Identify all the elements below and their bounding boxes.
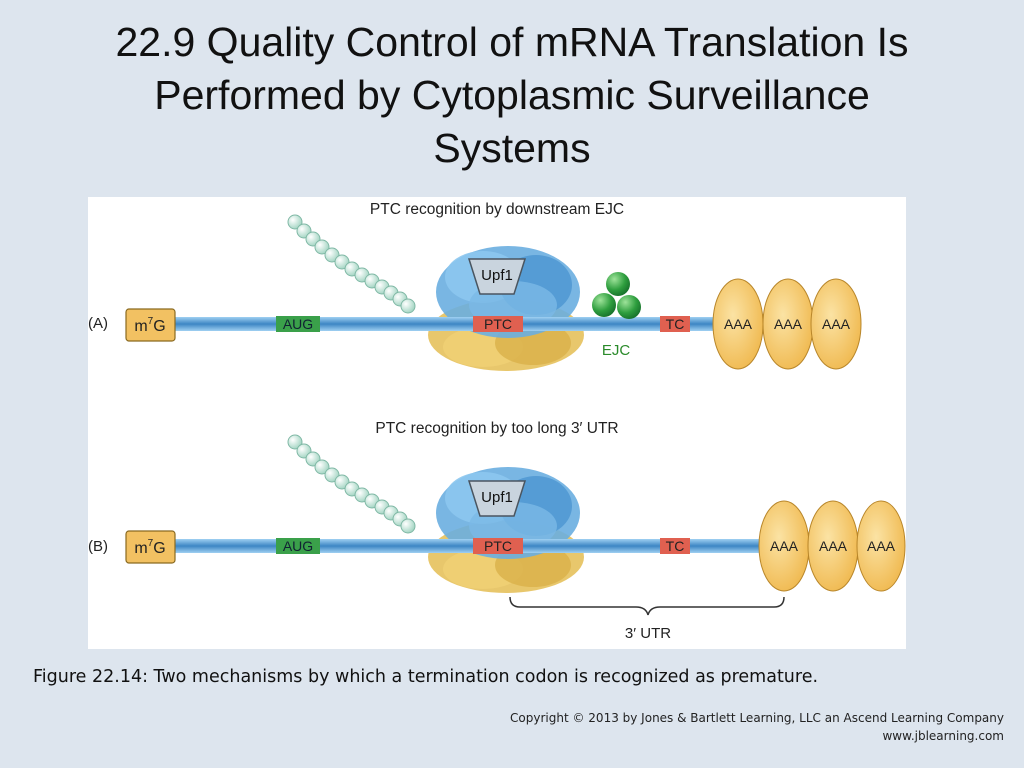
figure-caption: Figure 22.14: Two mechanisms by which a … xyxy=(33,667,819,687)
panel-a-peptide-chain xyxy=(287,214,416,314)
panel-a-tc-codon xyxy=(660,316,690,332)
panel-b-aug-label: AUG xyxy=(283,538,313,554)
figure-diagram: PTC recognition by downstream EJC AUG PT… xyxy=(88,201,906,642)
panel-b-ptc-label: PTC xyxy=(484,538,512,554)
panel-b-utr-brace xyxy=(509,596,785,616)
panel-a-polya-2: AAA xyxy=(774,316,803,332)
panel-a-upf1-label: Upf1 xyxy=(481,267,513,284)
panel-b-heading: PTC recognition by too long 3′ UTR xyxy=(375,420,618,437)
title-line-3: Systems xyxy=(433,125,591,171)
panel-b-label: (B) xyxy=(88,538,108,555)
panel-a-polya-3: AAA xyxy=(822,316,851,332)
copyright-text: Copyright © 2013 by Jones & Bartlett Lea… xyxy=(510,711,1004,725)
title-line-1: 22.9 Quality Control of mRNA Translation… xyxy=(115,19,909,65)
panel-b-peptide-chain xyxy=(287,434,416,534)
panel-a-heading: PTC recognition by downstream EJC xyxy=(370,201,624,218)
panel-b-upf1-shape xyxy=(467,480,527,517)
panel-b-aug-codon xyxy=(276,538,320,554)
panel-b-ptc-codon xyxy=(473,538,523,554)
panel-b-polya-2: AAA xyxy=(819,538,848,554)
panel-a-polya-tail xyxy=(712,278,862,370)
panel-a-ptc-codon xyxy=(473,316,523,332)
panel-a-aug-codon xyxy=(276,316,320,332)
panel-a-cap-label: m7G xyxy=(134,316,165,335)
panel-b-cap xyxy=(125,530,176,564)
title-line-2: Performed by Cytoplasmic Surveillance xyxy=(154,72,870,118)
panel-a-label: (A) xyxy=(88,315,108,332)
figure-panel: PTC recognition by downstream EJC AUG PT… xyxy=(88,197,906,649)
panel-a-polya-1: AAA xyxy=(724,316,753,332)
panel-a-tc-label: TC xyxy=(666,316,685,332)
panel-b-tc-codon xyxy=(660,538,690,554)
website-text: www.jblearning.com xyxy=(882,729,1004,743)
panel-a: PTC recognition by downstream EJC AUG PT… xyxy=(88,201,862,371)
panel-a-ejc xyxy=(592,272,641,319)
panel-b-utr-label: 3′ UTR xyxy=(625,625,671,642)
panel-b-tc-label: TC xyxy=(666,538,685,554)
panel-a-aug-label: AUG xyxy=(283,316,313,332)
panel-b-polya-tail xyxy=(758,500,906,592)
panel-b-polya-3: AAA xyxy=(867,538,896,554)
copyright-notice: Copyright © 2013 by Jones & Bartlett Lea… xyxy=(510,709,1004,745)
panel-a-ptc-label: PTC xyxy=(484,316,512,332)
panel-a-cap xyxy=(125,308,176,342)
panel-b: PTC recognition by too long 3′ UTR AUG P… xyxy=(88,420,906,642)
slide-title: 22.9 Quality Control of mRNA Translation… xyxy=(40,16,984,175)
panel-b-polya-1: AAA xyxy=(770,538,799,554)
panel-a-ejc-label: EJC xyxy=(602,342,631,359)
panel-b-upf1-label: Upf1 xyxy=(481,489,513,506)
panel-a-upf1-shape xyxy=(467,258,527,295)
panel-b-cap-label: m7G xyxy=(134,538,165,557)
